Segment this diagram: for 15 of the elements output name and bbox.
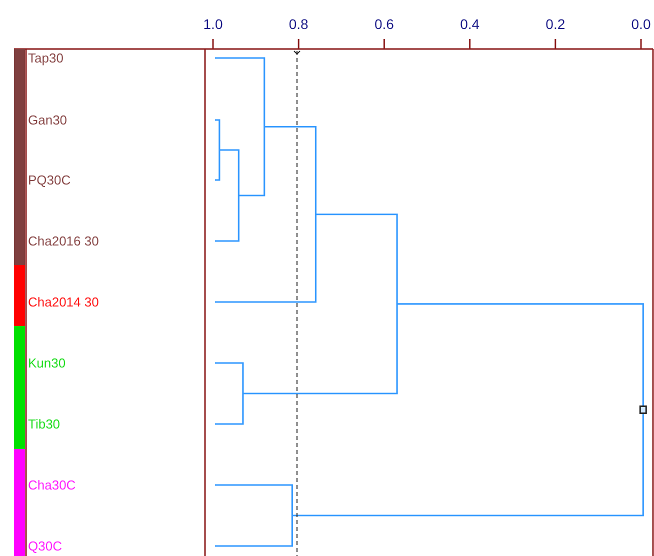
leaf-label: Kun30 — [28, 356, 66, 370]
leaf-label: Cha2016 30 — [28, 234, 99, 248]
axis-tick-label: 0.6 — [374, 16, 394, 32]
axis-tick-label: 0.2 — [546, 16, 566, 32]
leaf-label: Cha2014 30 — [28, 294, 99, 310]
leaf-label: Tib30 — [28, 416, 60, 432]
axis-tick-label: 0.8 — [288, 16, 308, 32]
axis-tick-label: 0.4 — [460, 16, 480, 32]
axis-tick-label: 1.0 — [203, 16, 223, 32]
leaf-label: Gan30 — [28, 112, 68, 128]
leaf-label: Cha30C — [28, 478, 76, 492]
axis-tick-label: 0.0 — [631, 16, 651, 32]
leaf-label: Q30C — [28, 538, 62, 554]
leaf-label: Tap30 — [28, 50, 64, 66]
leaf-label: PQ30C — [28, 172, 71, 188]
